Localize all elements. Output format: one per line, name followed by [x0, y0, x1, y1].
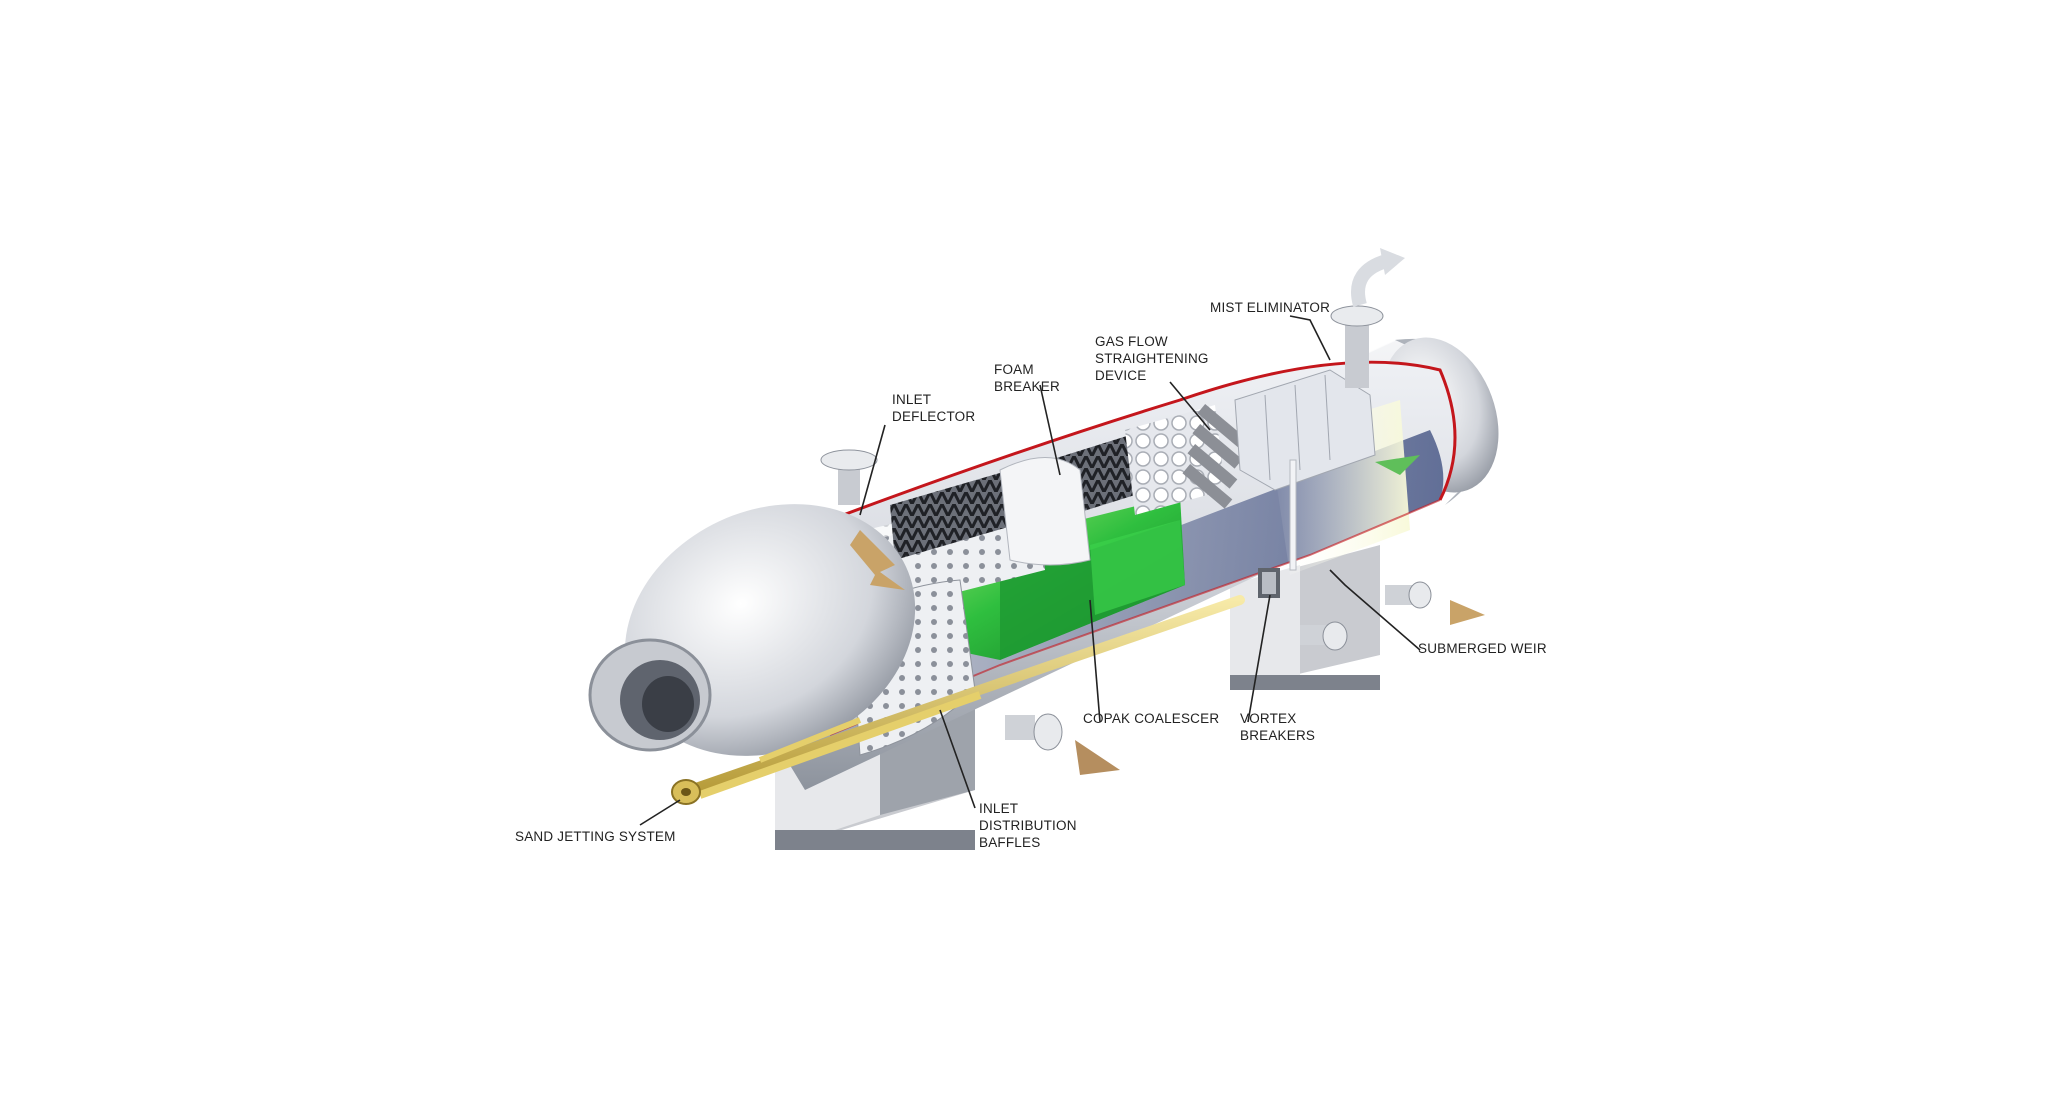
- label-inlet-distribution: INLET DISTRIBUTION BAFFLES: [979, 801, 1077, 850]
- label-line: BREAKER: [994, 379, 1060, 394]
- leader-inlet-distribution: [939, 709, 976, 809]
- label-line: DEFLECTOR: [892, 409, 975, 424]
- vortex-breakers: [1258, 568, 1280, 598]
- leader-sand-jetting: [639, 799, 681, 826]
- leader-submerged-weir: [1329, 569, 1421, 651]
- copak-coalescer-block: [900, 495, 1185, 660]
- label-line: BREAKERS: [1240, 728, 1315, 743]
- leader-mist-eliminator: [1289, 315, 1331, 361]
- label-line: SUBMERGED WEIR: [1418, 641, 1547, 656]
- label-foam-breaker: FOAM BREAKER: [994, 362, 1060, 394]
- sand-jetting-pipe: [671, 595, 1245, 805]
- label-line: SAND JETTING SYSTEM: [515, 829, 676, 844]
- leader-lines: [639, 315, 1421, 826]
- label-vortex-breakers: VORTEX BREAKERS: [1240, 711, 1315, 743]
- label-line: VORTEX: [1240, 711, 1296, 726]
- flow-arrows: [850, 455, 1485, 775]
- inlet-top-nozzle: [820, 449, 878, 505]
- label-line: MIST ELIMINATOR: [1210, 300, 1330, 315]
- label-gas-flow: GAS FLOW STRAIGHTENING DEVICE: [1095, 334, 1209, 383]
- label-line: INLET: [979, 801, 1018, 816]
- label-line: COPAK COALESCER: [1083, 711, 1219, 726]
- foam-breaker-vanes: [890, 435, 1135, 566]
- gas-outlet-nozzle: [1330, 248, 1405, 388]
- gas-flow-straightener: [1125, 404, 1248, 515]
- label-line: STRAIGHTENING: [1095, 351, 1209, 366]
- label-inlet-deflector: INLET DEFLECTOR: [892, 392, 975, 424]
- leader-foam-breaker: [1039, 384, 1061, 476]
- label-line: BAFFLES: [979, 835, 1040, 850]
- leader-vortex-breakers: [1247, 594, 1271, 723]
- label-mist-eliminator: MIST ELIMINATOR: [1210, 300, 1330, 315]
- label-line: FOAM: [994, 362, 1034, 377]
- label-sand-jetting: SAND JETTING SYSTEM: [515, 829, 676, 844]
- front-head-inlet: [588, 504, 916, 756]
- leader-inlet-deflector: [859, 424, 886, 516]
- mist-eliminator-box: [1234, 369, 1376, 571]
- liquid-outlet-nozzles: [1005, 581, 1432, 751]
- leader-copak-coalescer: [1089, 599, 1101, 723]
- label-line: DEVICE: [1095, 368, 1146, 383]
- label-line: GAS FLOW: [1095, 334, 1168, 349]
- label-line: INLET: [892, 392, 931, 407]
- label-line: DISTRIBUTION: [979, 818, 1077, 833]
- leader-gas-flow: [1169, 381, 1211, 431]
- label-copak-coalescer: COPAK COALESCER: [1083, 711, 1219, 726]
- label-submerged-weir: SUBMERGED WEIR: [1418, 641, 1547, 656]
